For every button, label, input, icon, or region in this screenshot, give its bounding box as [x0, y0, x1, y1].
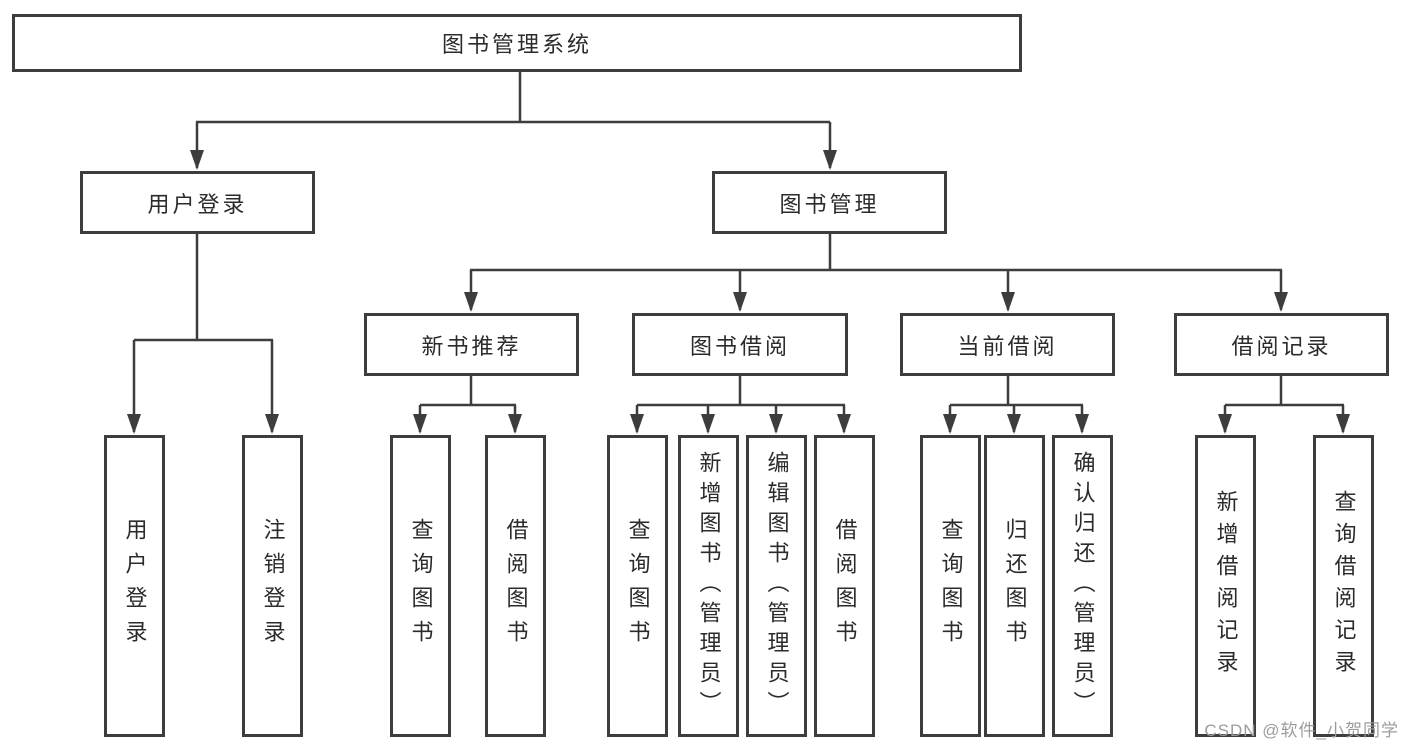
node-borrow-books-leaf: 借阅图书	[814, 435, 875, 737]
node-confirm-return-admin: 确认归还（管理员）	[1052, 435, 1113, 737]
node-search-books-borrow: 查询图书	[607, 435, 668, 737]
node-book-management: 图书管理	[712, 171, 947, 234]
node-edit-books-admin: 编辑图书（管理员）	[746, 435, 807, 737]
node-current-borrowing: 当前借阅	[900, 313, 1115, 376]
node-return-books: 归还图书	[984, 435, 1045, 737]
node-add-books-admin: 新增图书（管理员）	[678, 435, 739, 737]
node-search-borrow-record: 查询借阅记录	[1313, 435, 1374, 737]
node-borrowing-records: 借阅记录	[1174, 313, 1389, 376]
node-search-books-rec: 查询图书	[390, 435, 451, 737]
node-logout-leaf: 注销登录	[242, 435, 303, 737]
node-add-borrow-record: 新增借阅记录	[1195, 435, 1256, 737]
node-search-books-current: 查询图书	[920, 435, 981, 737]
node-new-book-recommendation: 新书推荐	[364, 313, 579, 376]
csdn-watermark: CSDN @软件_小贺同学	[1204, 721, 1399, 740]
node-user-login-leaf: 用户登录	[104, 435, 165, 737]
node-library-management-system: 图书管理系统	[12, 14, 1022, 72]
node-borrow-books-rec: 借阅图书	[485, 435, 546, 737]
node-user-login: 用户登录	[80, 171, 315, 234]
node-book-borrowing: 图书借阅	[632, 313, 848, 376]
